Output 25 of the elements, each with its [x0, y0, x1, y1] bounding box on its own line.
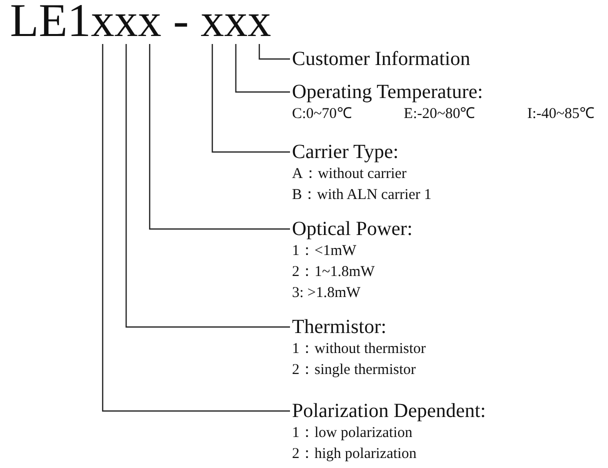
field-heading: Thermistor:: [292, 315, 386, 339]
field-heading: Operating Temperature:: [292, 80, 483, 104]
option-text: 2：high polarization: [292, 445, 417, 464]
leader-line: [258, 44, 290, 60]
option-text: A：without carrier: [292, 165, 407, 184]
option-text: C:0~70℃: [292, 105, 352, 124]
leader-line: [102, 44, 290, 412]
option-text: 1：<1mW: [292, 242, 356, 261]
field-heading: Customer Information: [292, 47, 470, 71]
leader-line: [126, 44, 290, 328]
leader-line: [212, 44, 290, 153]
option-text: I:-40~85℃: [527, 105, 595, 124]
field-heading: Polarization Dependent:: [292, 399, 486, 423]
field-heading: Carrier Type:: [292, 140, 399, 164]
option-text: 3: >1.8mW: [292, 284, 360, 303]
option-text: 1：low polarization: [292, 424, 412, 443]
option-text: B：with ALN carrier 1: [292, 186, 432, 205]
option-text: 1：without thermistor: [292, 340, 426, 359]
leader-line: [149, 44, 290, 230]
option-text: E:-20~80℃: [404, 105, 476, 124]
part-number-code: LE1xxx - xxx: [10, 0, 272, 48]
field-heading: Optical Power:: [292, 217, 413, 241]
leader-line: [235, 44, 290, 93]
option-text: 2：single thermistor: [292, 361, 416, 380]
option-text: 2：1~1.8mW: [292, 263, 375, 282]
